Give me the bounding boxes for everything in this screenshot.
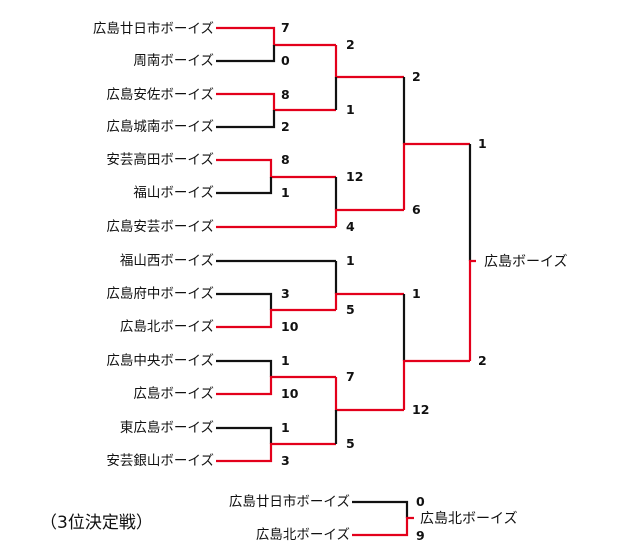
score-label: 0 — [416, 494, 425, 509]
round1-lines — [216, 26, 336, 463]
bracket-line — [352, 500, 409, 518]
bracket-line — [402, 359, 470, 410]
bracket-line — [402, 142, 470, 210]
bracket-line — [216, 426, 273, 444]
score-label: 2 — [281, 119, 290, 134]
team-name: 福山ボーイズ — [133, 185, 214, 201]
round3-scores: 2 6 1 12 — [412, 69, 429, 417]
bracket-line — [216, 359, 273, 377]
score-label: 2 — [412, 69, 421, 84]
team-name: 安芸高田ボーイズ — [106, 151, 214, 168]
bracket-line — [216, 375, 336, 396]
team-name: 周南ボーイズ — [133, 53, 214, 69]
score-label: 2 — [346, 37, 355, 52]
champion-name: 広島ボーイズ — [484, 254, 568, 270]
third-place-winner: 広島北ボーイズ — [420, 511, 518, 527]
team-name: 広島北ボーイズ — [256, 527, 350, 543]
team-name: 広島府中ボーイズ — [106, 286, 214, 302]
score-label: 0 — [281, 53, 290, 68]
team-name: 広島廿日市ボーイズ — [229, 493, 350, 510]
score-label: 4 — [346, 219, 355, 234]
bracket-line — [216, 110, 276, 129]
team-names: 広島廿日市ボーイズ 周南ボーイズ 広島安佐ボーイズ 広島城南ボーイズ 安芸高田ボ… — [93, 20, 214, 469]
score-label: 10 — [281, 386, 299, 401]
score-label: 1 — [412, 286, 421, 301]
score-label: 12 — [346, 169, 363, 184]
score-label: 3 — [281, 453, 290, 468]
score-label: 1 — [281, 185, 290, 200]
team-name: 広島安佐ボーイズ — [106, 87, 214, 103]
score-label: 1 — [281, 353, 290, 368]
bracket-line — [216, 92, 336, 112]
final-lines — [468, 144, 476, 361]
score-label: 8 — [281, 87, 290, 102]
bracket-line — [216, 45, 276, 63]
score-label: 5 — [346, 302, 355, 317]
score-label: 5 — [346, 436, 355, 451]
bracket-line — [216, 177, 273, 195]
score-label: 1 — [281, 420, 290, 435]
third-place-match: （3位決定戦） 広島廿日市ボーイズ 広島北ボーイズ 0 9 広島北ボーイズ — [40, 493, 518, 543]
team-name: 広島廿日市ボーイズ — [93, 20, 214, 37]
bracket-line — [216, 308, 336, 329]
team-name: 広島安芸ボーイズ — [106, 219, 214, 235]
score-label: 8 — [281, 152, 290, 167]
bracket-line — [216, 442, 336, 463]
round2-scores: 2 1 12 4 1 5 7 5 — [346, 37, 363, 451]
team-name: 東広島ボーイズ — [120, 420, 214, 436]
score-label: 1 — [478, 136, 487, 151]
score-label: 12 — [412, 402, 429, 417]
team-name: 広島城南ボーイズ — [106, 119, 214, 135]
bracket-line — [216, 26, 336, 47]
team-name: 福山西ボーイズ — [120, 253, 214, 269]
score-label: 7 — [346, 369, 355, 384]
team-name: 安芸銀山ボーイズ — [106, 453, 214, 469]
score-label: 3 — [281, 286, 290, 301]
bracket-line — [468, 259, 476, 361]
bracket-line — [334, 208, 404, 227]
team-name: 広島中央ボーイズ — [106, 353, 214, 369]
score-label: 1 — [346, 102, 355, 117]
round3-lines — [402, 77, 470, 410]
score-label: 1 — [346, 253, 355, 268]
team-name: 広島ボーイズ — [133, 386, 214, 402]
score-label: 2 — [478, 353, 487, 368]
third-place-title: （3位決定戦） — [40, 513, 153, 533]
final-scores: 1 2 — [478, 136, 487, 368]
score-label: 10 — [281, 319, 299, 334]
bracket-line — [216, 292, 273, 310]
team-name: 広島北ボーイズ — [120, 319, 214, 335]
bracket-line — [216, 158, 336, 179]
round2-lines — [334, 45, 404, 444]
score-label: 9 — [416, 528, 425, 543]
round1-scores: 7 0 8 2 8 1 3 10 1 10 1 3 — [281, 20, 299, 468]
bracket-line — [334, 292, 404, 310]
score-label: 7 — [281, 20, 290, 35]
score-label: 6 — [412, 202, 421, 217]
bracket-line — [352, 516, 414, 537]
